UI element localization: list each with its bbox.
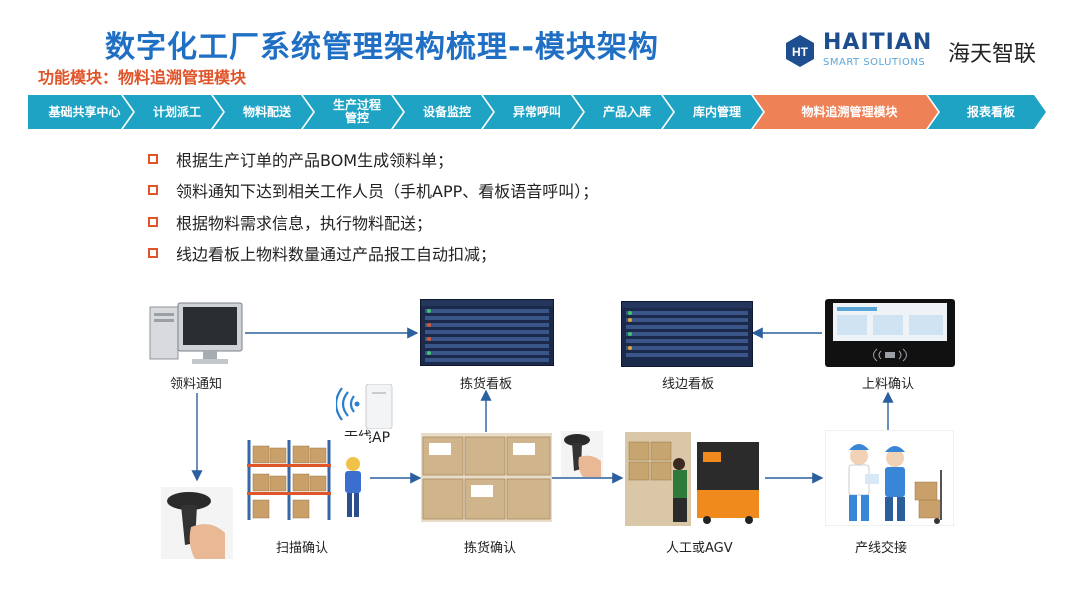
handheld-scanner-image xyxy=(161,487,233,559)
process-step-label: 物料配送 xyxy=(242,104,291,119)
process-step-label: 基础共享中心 xyxy=(48,104,121,119)
pick-board-image xyxy=(420,299,554,366)
logo-tagline: SMART SOLUTIONS xyxy=(823,57,926,68)
label-manual-agv: 人工或AGV xyxy=(666,541,733,556)
wireless-ap-image xyxy=(336,384,410,429)
bullet-item: 领料通知下达到相关工作人员（手机APP、看板语音呼叫）； xyxy=(148,175,598,207)
process-step-equipment-monitor: 设备监控 xyxy=(393,95,493,129)
process-step-label: 物料追溯管理模块 xyxy=(801,104,898,119)
process-step-label: 设备监控 xyxy=(422,104,471,119)
process-step-label: 计划派工 xyxy=(152,104,201,119)
process-step-label: 生产过程 管控 xyxy=(332,98,381,125)
logo-name: HAITIAN xyxy=(823,30,933,55)
logo-cn-name: 海天智联 xyxy=(948,42,1037,67)
process-step-material-delivery: 物料配送 xyxy=(213,95,313,129)
label-line-board: 线边看板 xyxy=(662,377,715,392)
line-board-image xyxy=(621,301,753,367)
bullet-item: 线边看板上物料数量通过产品报工自动扣减； xyxy=(148,238,598,270)
label-pick-board: 拣货看板 xyxy=(460,377,513,392)
bullet-item: 根据生产订单的产品BOM生成领料单； xyxy=(148,143,598,175)
logo-mark-text: HT xyxy=(792,45,809,59)
company-logo: HT HAITIAN SMART SOLUTIONS 海天智联 xyxy=(783,30,1053,72)
page-subtitle: 功能模块：物料追溯管理模块 xyxy=(38,68,247,87)
bullet-list: 根据生产订单的产品BOM生成领料单； 领料通知下达到相关工作人员（手机APP、看… xyxy=(148,143,598,269)
label-scan-confirm: 扫描确认 xyxy=(276,541,329,556)
label-notice: 领料通知 xyxy=(170,377,223,392)
label-pick-confirm: 拣货确认 xyxy=(464,541,517,556)
handover-image xyxy=(825,430,954,526)
bullet-square-icon xyxy=(148,153,158,164)
bullet-item: 根据物料需求信息，执行物料配送； xyxy=(148,206,598,238)
warehouse-shelf-image xyxy=(243,436,369,522)
process-bar: 基础共享中心 计划派工 物料配送 生产过程 管控 设备监控 异常呼叫 产品入库 … xyxy=(28,95,1048,129)
label-feed-confirm: 上料确认 xyxy=(862,377,915,392)
process-step-warehouse-mgmt: 库内管理 xyxy=(663,95,763,129)
pc-terminal-image xyxy=(148,301,246,367)
process-step-label: 报表看板 xyxy=(966,104,1015,119)
page-title: 数字化工厂系统管理架构梳理--模块架构 xyxy=(105,30,659,65)
agv-image xyxy=(625,432,765,526)
logo-mark-icon: HT xyxy=(786,35,814,67)
label-handover: 产线交接 xyxy=(855,541,908,556)
bullet-square-icon xyxy=(148,248,158,259)
process-step-product-storage: 产品入库 xyxy=(573,95,673,129)
process-step-basic-shared: 基础共享中心 xyxy=(28,95,133,129)
cargo-boxes-image xyxy=(421,433,552,522)
process-step-label: 异常呼叫 xyxy=(512,104,561,119)
process-step-label: 产品入库 xyxy=(602,104,651,119)
process-step-plan-dispatch: 计划派工 xyxy=(123,95,223,129)
bullet-square-icon xyxy=(148,185,158,196)
process-step-material-trace: 物料追溯管理模块 xyxy=(753,95,938,129)
process-step-label: 库内管理 xyxy=(692,104,741,119)
process-step-report-board: 报表看板 xyxy=(928,95,1046,129)
small-scanner-image xyxy=(561,431,603,477)
bullet-square-icon xyxy=(148,216,158,227)
process-step-production-control: 生产过程 管控 xyxy=(303,95,403,129)
feed-terminal-image xyxy=(825,299,955,367)
process-step-exception-call: 异常呼叫 xyxy=(483,95,583,129)
